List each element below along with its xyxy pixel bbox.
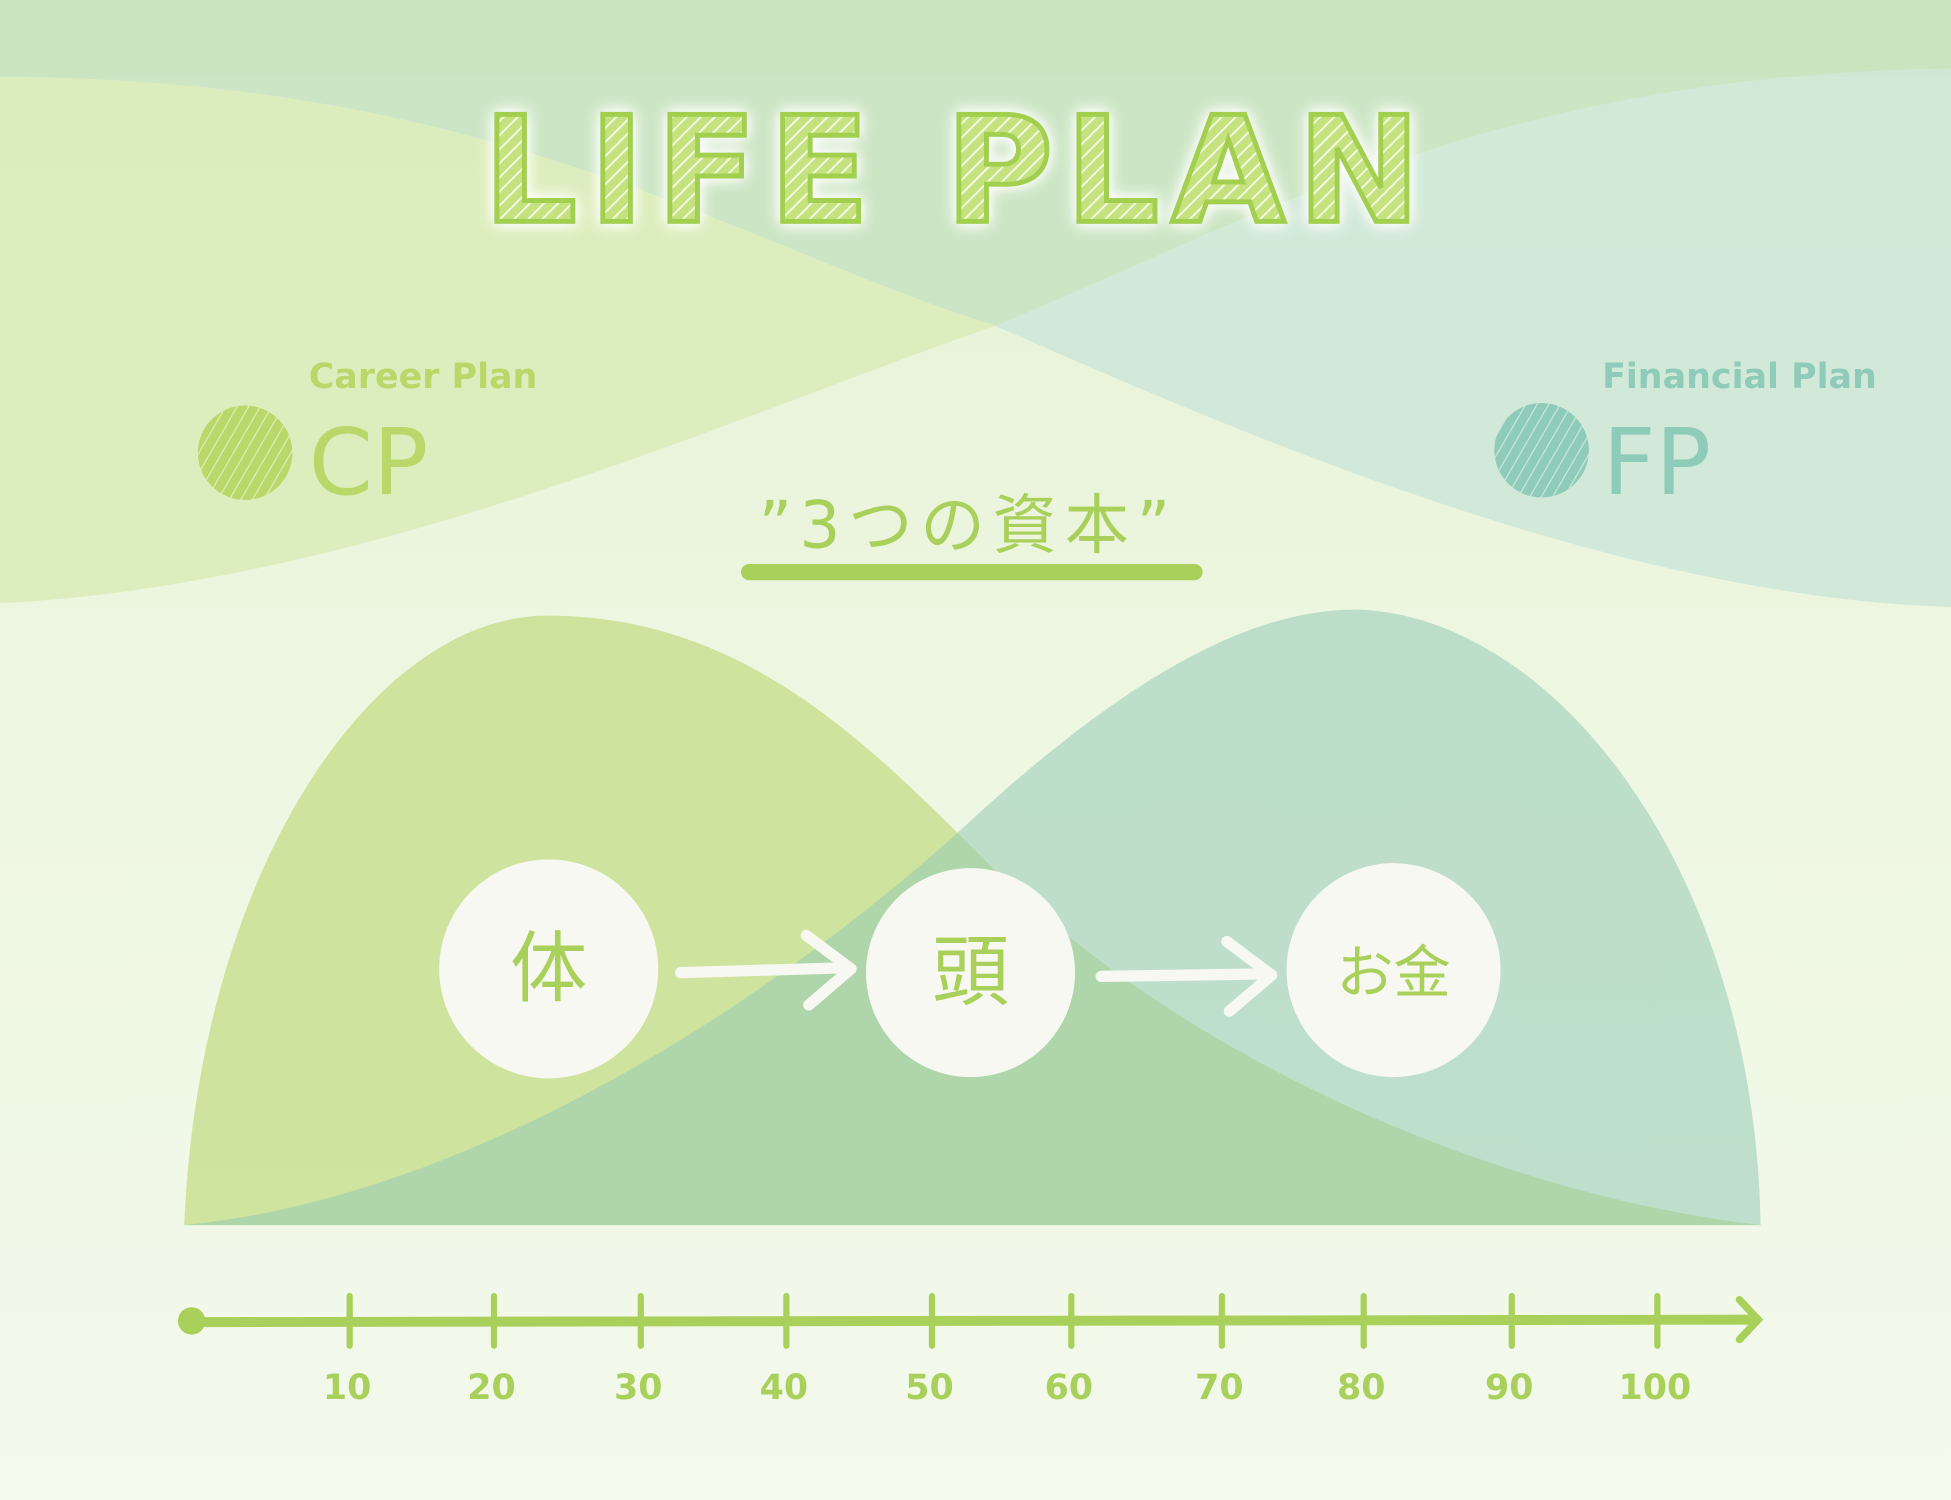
financial-plan-caption: Financial Plan	[1602, 357, 1877, 397]
career-plan-hatched-circle-icon	[197, 405, 293, 500]
axis-tick-label: 30	[614, 1368, 662, 1408]
capital-body: 体	[439, 859, 659, 1079]
financial-wave	[995, 68, 1951, 607]
top-overlap	[0, 68, 1951, 326]
career-plan-caption: Career Plan	[309, 357, 538, 397]
financial-plan-hatched-circle-icon	[1494, 402, 1589, 498]
axis-tick-label: 90	[1485, 1368, 1533, 1408]
axis-line	[185, 1314, 1760, 1328]
arrow-icon	[675, 929, 857, 1011]
axis-tick-label: 100	[1619, 1368, 1692, 1408]
capital-circle	[866, 868, 1076, 1078]
capital-label: お金	[1336, 941, 1450, 1007]
capital-money: お金	[1286, 863, 1501, 1078]
capital-label: 頭	[932, 928, 1009, 1018]
axis-tick-label: 40	[760, 1368, 808, 1408]
axis-tick-label: 10	[323, 1368, 371, 1408]
axis-tick-label: 80	[1337, 1368, 1385, 1408]
top-band	[0, 0, 1951, 78]
subtitle: ”3つの資本”	[758, 488, 1177, 563]
career-plan-abbr: CP	[309, 409, 429, 516]
capital-circle	[1286, 863, 1501, 1078]
axis-tick-label: 50	[905, 1368, 953, 1408]
financial-plan-abbr: FP	[1603, 409, 1711, 516]
age-axis: 10 20 30 40 50 60 70 80 90 100	[177, 1292, 1764, 1408]
page-title: LIFE PLAN	[483, 85, 1432, 256]
axis-arrow-icon	[1735, 1296, 1764, 1344]
axis-origin-dot	[177, 1307, 206, 1335]
capital-head: 頭	[866, 868, 1076, 1078]
axis-tick-label: 20	[467, 1368, 515, 1408]
capital-circle	[439, 859, 659, 1079]
axis-tick-label: 70	[1195, 1368, 1243, 1408]
capital-label: 体	[510, 924, 587, 1014]
axis-tick-label: 60	[1045, 1368, 1093, 1408]
arrow-icon	[1095, 935, 1278, 1017]
